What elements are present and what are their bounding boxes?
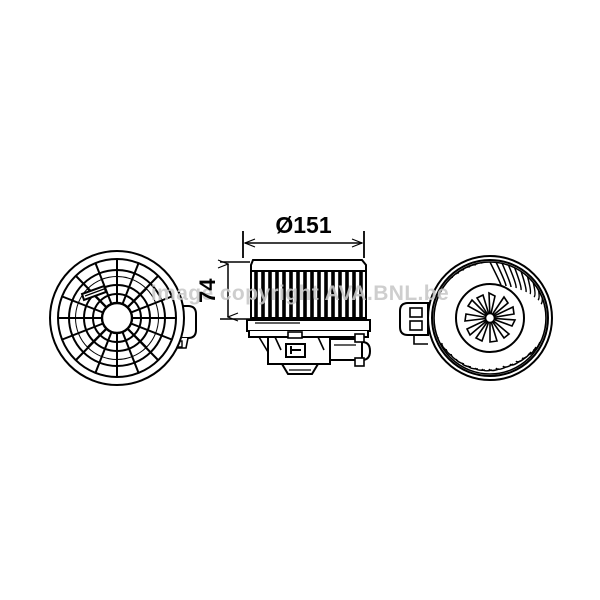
height-dimension-label-wrap: 74: [195, 278, 220, 303]
left-view-key-tab: [80, 284, 108, 302]
left-fan-wheel-view: [49, 250, 197, 386]
height-dimension-label: 74: [195, 278, 220, 303]
diameter-dimension: [242, 231, 365, 258]
height-dimension: [220, 262, 250, 319]
diameter-dimension-label-wrap: Ø151: [243, 212, 364, 239]
motor-top-cap: [250, 259, 367, 272]
motor-fin-cage: [250, 270, 367, 319]
motor-flange-plate: [246, 319, 371, 338]
right-blower-wheel-view: [399, 255, 553, 381]
diameter-dimension-label: Ø151: [275, 212, 332, 238]
motor-lower-housing: [258, 331, 331, 375]
center-motor-side-view: [220, 231, 372, 375]
right-star-hub: [464, 291, 517, 343]
center-view-connector: [329, 333, 372, 367]
left-hub: [100, 301, 134, 335]
right-view-connector: [399, 302, 429, 345]
